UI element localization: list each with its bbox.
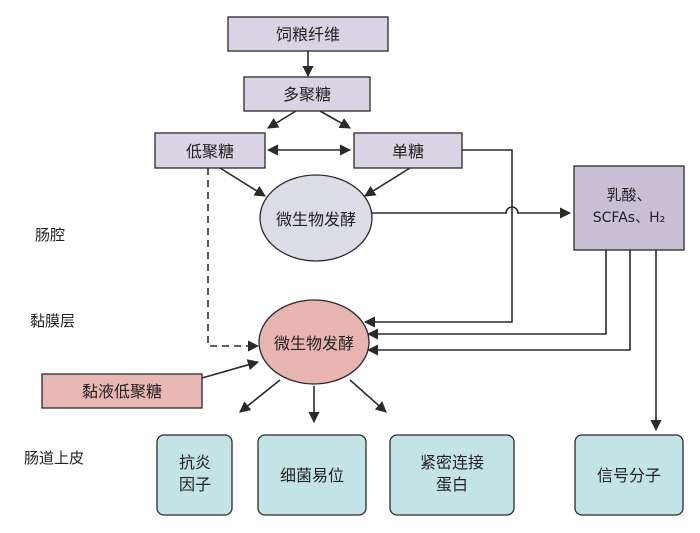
node-fermentation-mucus: 微生物发酵 bbox=[258, 299, 370, 385]
node-tight-line1: 紧密连接 bbox=[420, 453, 484, 472]
node-fermentation-lumen: 微生物发酵 bbox=[259, 174, 373, 262]
arrow-poly-to-mono bbox=[319, 110, 351, 129]
node-products-line1: 乳酸、 bbox=[606, 186, 651, 204]
arrow-oligo-dashed bbox=[207, 168, 260, 352]
zone-label-mucus: 黏膜层 bbox=[30, 312, 75, 330]
arrow-products-to-ferment-2 bbox=[366, 250, 631, 356]
node-anti-inflammatory: 抗炎 因子 bbox=[156, 434, 233, 516]
arrow-oligo-to-ferment bbox=[219, 167, 266, 197]
connectors bbox=[201, 51, 662, 432]
node-oligosaccharide: 低聚糖 bbox=[154, 132, 266, 169]
arrow-ferment-to-anti bbox=[239, 379, 281, 413]
node-monosaccharide-label: 单糖 bbox=[392, 142, 424, 161]
arrow-mono-to-mucus-ferment bbox=[363, 149, 513, 328]
node-translocation: 细菌易位 bbox=[257, 434, 367, 516]
node-fermentation-lumen-label: 微生物发酵 bbox=[276, 210, 356, 229]
zone-label-lumen: 肠腔 bbox=[35, 226, 65, 244]
node-mucin-oligo-label: 黏液低聚糖 bbox=[82, 382, 162, 401]
arrow-ferment-to-products bbox=[372, 206, 572, 219]
node-monosaccharide: 单糖 bbox=[353, 132, 463, 169]
arrow-poly-to-oligo bbox=[267, 110, 297, 129]
node-translocation-label: 细菌易位 bbox=[280, 466, 344, 485]
node-tight-line2: 蛋白 bbox=[436, 475, 468, 494]
node-oligosaccharide-label: 低聚糖 bbox=[186, 142, 234, 161]
arrow-products-to-ferment-1 bbox=[366, 250, 607, 340]
arrow-ferment-to-tight bbox=[349, 379, 387, 413]
node-signal-label: 信号分子 bbox=[597, 466, 661, 485]
node-anti-line1: 抗炎 bbox=[179, 453, 211, 472]
node-tight-junction: 紧密连接 蛋白 bbox=[389, 434, 515, 516]
zone-label-epithelium: 肠道上皮 bbox=[24, 449, 84, 467]
arrow-mono-to-ferment bbox=[364, 167, 411, 197]
node-mucin-oligo: 黏液低聚糖 bbox=[41, 373, 203, 409]
node-products: 乳酸、 SCFAs、H₂ bbox=[573, 165, 685, 251]
node-products-line2: SCFAs、H₂ bbox=[593, 210, 665, 226]
node-signal: 信号分子 bbox=[574, 434, 684, 516]
node-anti-line2: 因子 bbox=[179, 475, 211, 494]
node-polysaccharide: 多聚糖 bbox=[243, 76, 371, 112]
node-polysaccharide-label: 多聚糖 bbox=[283, 85, 331, 104]
arrow-mucin-to-ferment bbox=[201, 359, 260, 379]
node-fermentation-mucus-label: 微生物发酵 bbox=[274, 334, 354, 353]
node-fiber: 饲粮纤维 bbox=[227, 16, 389, 52]
node-fiber-label: 饲粮纤维 bbox=[276, 25, 340, 44]
